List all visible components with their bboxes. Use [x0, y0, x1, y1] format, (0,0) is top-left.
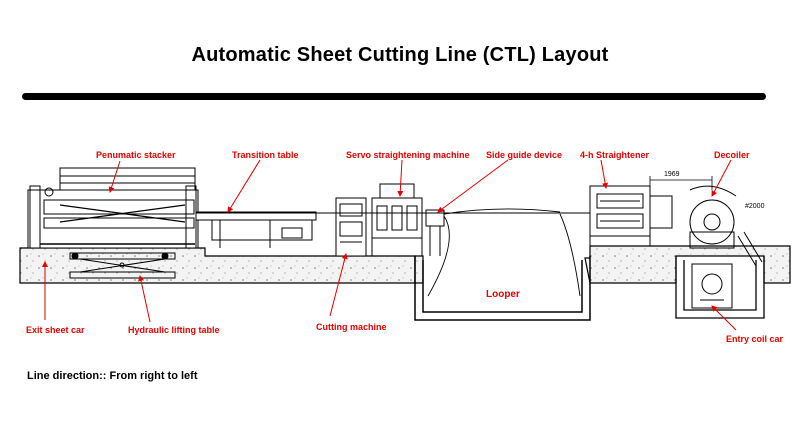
- looper-pit: [414, 256, 591, 321]
- title-divider: [22, 93, 766, 100]
- decoiler-pit: [675, 256, 765, 319]
- foundation: [19, 245, 791, 284]
- label-exit-sheet-car: Exit sheet car: [26, 325, 85, 335]
- label-entry-coil-car: Entry coil car: [726, 334, 784, 344]
- dimension-2000-label: #2000: [745, 203, 765, 210]
- servo-straightening-machine: [371, 183, 423, 256]
- label-servo-straightening-machine: Servo straightening machine: [346, 150, 470, 160]
- leaders: [42, 159, 737, 331]
- dimension-1969-label: 1969: [664, 171, 680, 178]
- dimension-1969: [649, 176, 713, 190]
- label-side-guide-device: Side guide device: [486, 150, 562, 160]
- hydraulic-lifting-table: [69, 252, 176, 279]
- entry-coil-car: [691, 263, 733, 309]
- decoiler: [689, 185, 763, 267]
- penumatic-stacker: [27, 167, 199, 249]
- line-direction-note: Line direction:: From right to left: [27, 370, 198, 382]
- side-guide-device: [425, 209, 445, 256]
- strip-line: [196, 208, 590, 297]
- label-cutting-machine: Cutting machine: [316, 322, 387, 332]
- page-title: Automatic Sheet Cutting Line (CTL) Layou…: [191, 44, 609, 66]
- label-four-h-straightener: 4-h Straightener: [580, 150, 650, 160]
- label-decoiler: Decoiler: [714, 150, 750, 160]
- cutting-machine-body: [335, 197, 367, 257]
- label-hydraulic-lifting-table: Hydraulic lifting table: [128, 325, 220, 335]
- label-penumatic-stacker: Penumatic stacker: [96, 150, 176, 160]
- four-h-straightener: [589, 185, 673, 246]
- label-looper: Looper: [486, 289, 520, 300]
- transition-table: [195, 211, 317, 248]
- label-transition-table: Transition table: [232, 150, 299, 160]
